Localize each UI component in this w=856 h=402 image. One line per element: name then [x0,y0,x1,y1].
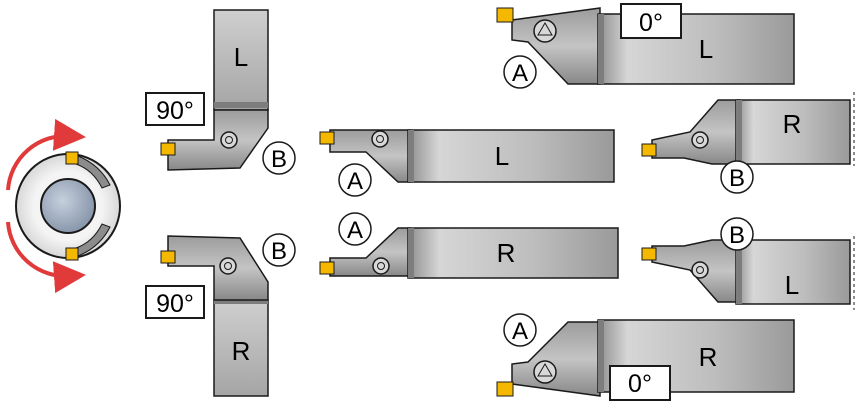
badge-b-top-left-text: B [271,146,287,173]
head-mid-right-top [651,99,741,165]
insert-top-right [496,7,514,23]
head-bottom-right [511,321,601,397]
badge-b-mid-right-bottom [720,217,754,251]
groove-bottom [75,223,111,257]
head-vertical-left [167,109,269,171]
angle-label-bottom-right: 0° [628,370,652,398]
hand-label-right-vertical: R [232,336,251,366]
mid-right-holder-right: R B [641,92,855,194]
insert-top [65,151,79,165]
badge-a-center-top-text: A [347,168,363,195]
badge-a-center-bottom-text: A [347,217,363,244]
insert-mid-right-bottom [641,247,657,261]
badge-b-mid-right-bottom-text: B [729,222,745,249]
angle-label-top-right: 0° [639,9,663,37]
bottom-right-holder-right: 0° R A [496,313,795,401]
hand-label-left-mid: L [785,270,799,300]
badge-b-mid-right-top-text: B [729,165,745,192]
insert-mid-right-top [641,143,657,157]
shank-center-right [407,227,619,279]
mid-right-holder-left: L B [641,217,855,310]
angle-box-top [145,92,205,126]
top-right-holder-left: 0° L A [496,3,795,89]
insert-center-right [319,261,335,275]
hand-label-right-mid: R [783,109,802,139]
angle-box-top-right [620,3,682,39]
badge-b-bottom-left [262,233,296,267]
head-vertical-right [167,235,269,301]
insert-bottom-right [496,381,514,397]
groove-top [75,155,111,189]
shank-mid-right-top [735,99,851,165]
angle-box-bottom-right [609,365,671,401]
hand-label-left-vertical: L [234,42,248,72]
insert-vertical-left [160,142,176,156]
rotation-arrow-bottom [6,221,86,294]
angle-label-top: 90° [156,97,194,125]
badge-a-top-right [503,55,537,89]
hand-label-left-top-right: L [699,34,713,64]
hand-label-right-center: R [497,238,516,268]
hand-label-right-bottom-right: R [699,342,718,372]
insert-vertical-right [160,250,176,264]
hand-label-left-center: L [495,141,509,171]
workpiece [6,118,121,294]
head-center-right [329,227,411,277]
badge-a-bottom-right [503,313,537,347]
center-holder-left: L A [319,129,615,197]
rotation-arrow-top [6,118,86,191]
insert-bottom [65,247,79,261]
badge-b-bottom-left-text: B [271,238,287,265]
badge-b-top-left [262,141,296,175]
shank-center-left [407,129,615,183]
badge-a-center-bottom [338,212,372,246]
center-holder-right: R A [319,212,619,279]
badge-a-top-right-text: A [512,60,528,87]
angle-label-bottom: 90° [156,290,194,318]
workpiece-center [40,178,96,234]
shank-mid-right-bottom [735,239,851,305]
badge-b-mid-right-top [720,160,754,194]
badge-a-bottom-right-text: A [512,318,528,345]
insert-center-left [319,131,335,145]
vertical-holder-left: L 90° B [145,9,296,175]
badge-a-center-top [338,163,372,197]
angle-box-bottom [145,285,205,319]
vertical-holder-right: R 90° B [145,233,296,397]
head-center-left [329,129,411,183]
